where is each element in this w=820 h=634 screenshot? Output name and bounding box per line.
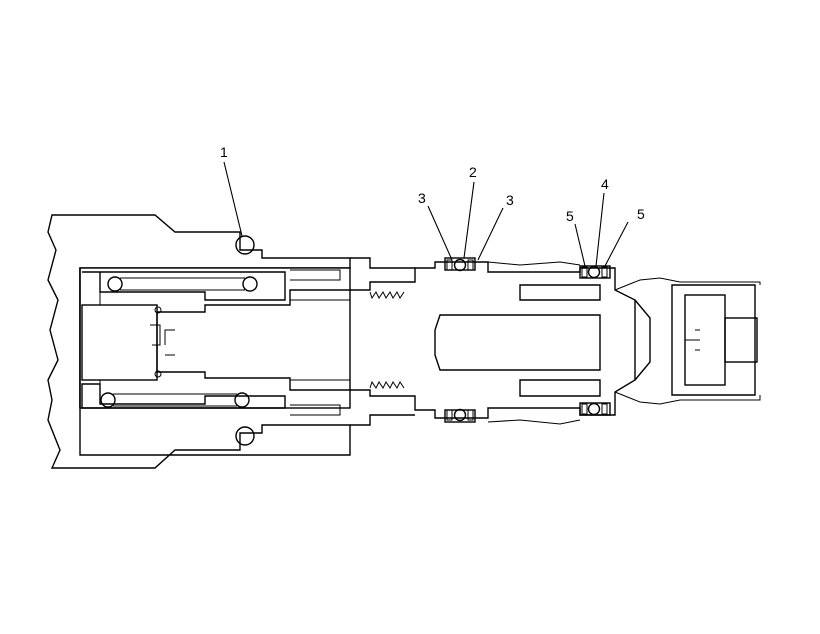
callout-1: 1 bbox=[220, 144, 228, 160]
leader-lines bbox=[223, 161, 629, 267]
leader-5-right bbox=[604, 221, 629, 267]
leader-2 bbox=[463, 181, 475, 259]
right-end-plug bbox=[614, 277, 761, 405]
inner-pin-detail bbox=[150, 306, 162, 378]
oring-group-upper-left bbox=[444, 257, 476, 272]
housing-body bbox=[47, 214, 351, 469]
callout-3-left: 3 bbox=[418, 190, 426, 206]
leader-1 bbox=[223, 161, 243, 237]
callout-4: 4 bbox=[601, 176, 609, 192]
callout-5-left: 5 bbox=[566, 208, 574, 224]
callout-2: 2 bbox=[469, 164, 477, 180]
callout-3-right: 3 bbox=[506, 192, 514, 208]
spring-coils bbox=[100, 276, 258, 408]
oring-group-upper-right bbox=[579, 265, 611, 279]
leader-5-left bbox=[574, 223, 586, 267]
oring-group-lower-right bbox=[579, 402, 611, 416]
leader-3-left bbox=[427, 205, 453, 261]
seal-ring-item-1 bbox=[235, 235, 255, 446]
callout-5-right: 5 bbox=[637, 206, 645, 222]
leader-4 bbox=[595, 192, 605, 267]
leader-3-right bbox=[477, 207, 504, 261]
middle-housing-outline bbox=[290, 257, 581, 426]
oring-group-lower-left bbox=[444, 408, 476, 423]
callout-labels: 1 2 3 3 4 5 5 bbox=[220, 144, 645, 224]
